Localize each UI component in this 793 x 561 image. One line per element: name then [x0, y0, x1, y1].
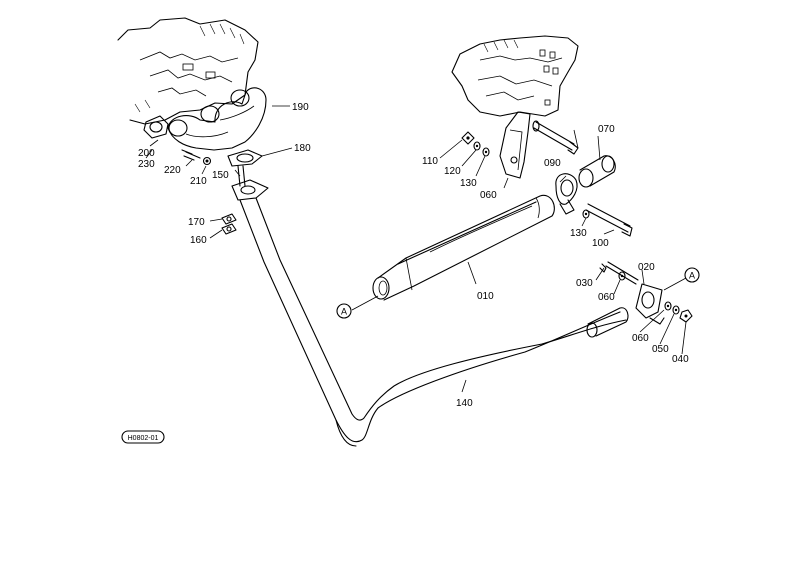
manifold-studs	[181, 149, 212, 166]
part-label-130: 130	[460, 178, 477, 189]
part-label-120: 120	[444, 166, 461, 177]
part-label-050: 050	[652, 344, 669, 355]
connection-ref-label: A	[689, 271, 695, 281]
exhaust-pipe	[239, 197, 629, 447]
muffler	[372, 194, 555, 301]
part-label-090: 090	[544, 158, 561, 169]
part-label-010: 010	[477, 291, 494, 302]
muffler-clamp	[555, 173, 578, 215]
part-label-210: 210	[190, 176, 207, 187]
connection-ref-right: A	[684, 267, 700, 283]
part-labels: 190 180 200 230 220 210 150 170 160 110 …	[138, 102, 689, 409]
part-label-060: 060	[480, 190, 497, 201]
part-label-220: 220	[164, 165, 181, 176]
bracket-bolt	[532, 120, 579, 155]
pipe-nuts	[221, 213, 237, 235]
part-label-130: 130	[570, 228, 587, 239]
pipe-hanger	[635, 283, 665, 325]
connection-ref-label: A	[341, 307, 347, 317]
hanger-nuts	[618, 271, 693, 323]
part-label-100: 100	[592, 238, 609, 249]
engine-block-left	[117, 17, 259, 125]
diagram-code: H0802-01	[128, 435, 159, 442]
diagram-code-badge: H0802-01	[121, 430, 165, 444]
part-label-040: 040	[672, 354, 689, 365]
part-label-160: 160	[190, 235, 207, 246]
leader-lines	[145, 105, 687, 393]
bracket-fasteners	[461, 131, 490, 157]
engine-block-right	[451, 35, 579, 117]
exhaust-manifold	[143, 87, 267, 151]
pipe-flange	[231, 179, 269, 201]
part-label-110: 110	[422, 156, 438, 167]
part-label-180: 180	[294, 143, 311, 154]
part-label-200: 200	[138, 148, 155, 159]
muffler-bracket	[499, 111, 531, 179]
hanger-bolt	[599, 261, 639, 285]
part-label-190: 190	[292, 102, 309, 113]
connection-ref-left: A	[336, 303, 352, 319]
part-label-170: 170	[188, 217, 205, 228]
part-label-070: 070	[598, 124, 615, 135]
clamp-bolt	[582, 203, 633, 237]
flange-stud	[237, 165, 246, 187]
tail-pipe	[578, 155, 616, 188]
part-label-150: 150	[212, 170, 229, 181]
part-label-140: 140	[456, 398, 473, 409]
part-label-060: 060	[632, 333, 649, 344]
flange-gasket	[227, 149, 263, 167]
part-label-230: 230	[138, 159, 155, 170]
part-label-020: 020	[638, 262, 655, 273]
part-label-030: 030	[576, 278, 593, 289]
part-label-060: 060	[598, 292, 615, 303]
